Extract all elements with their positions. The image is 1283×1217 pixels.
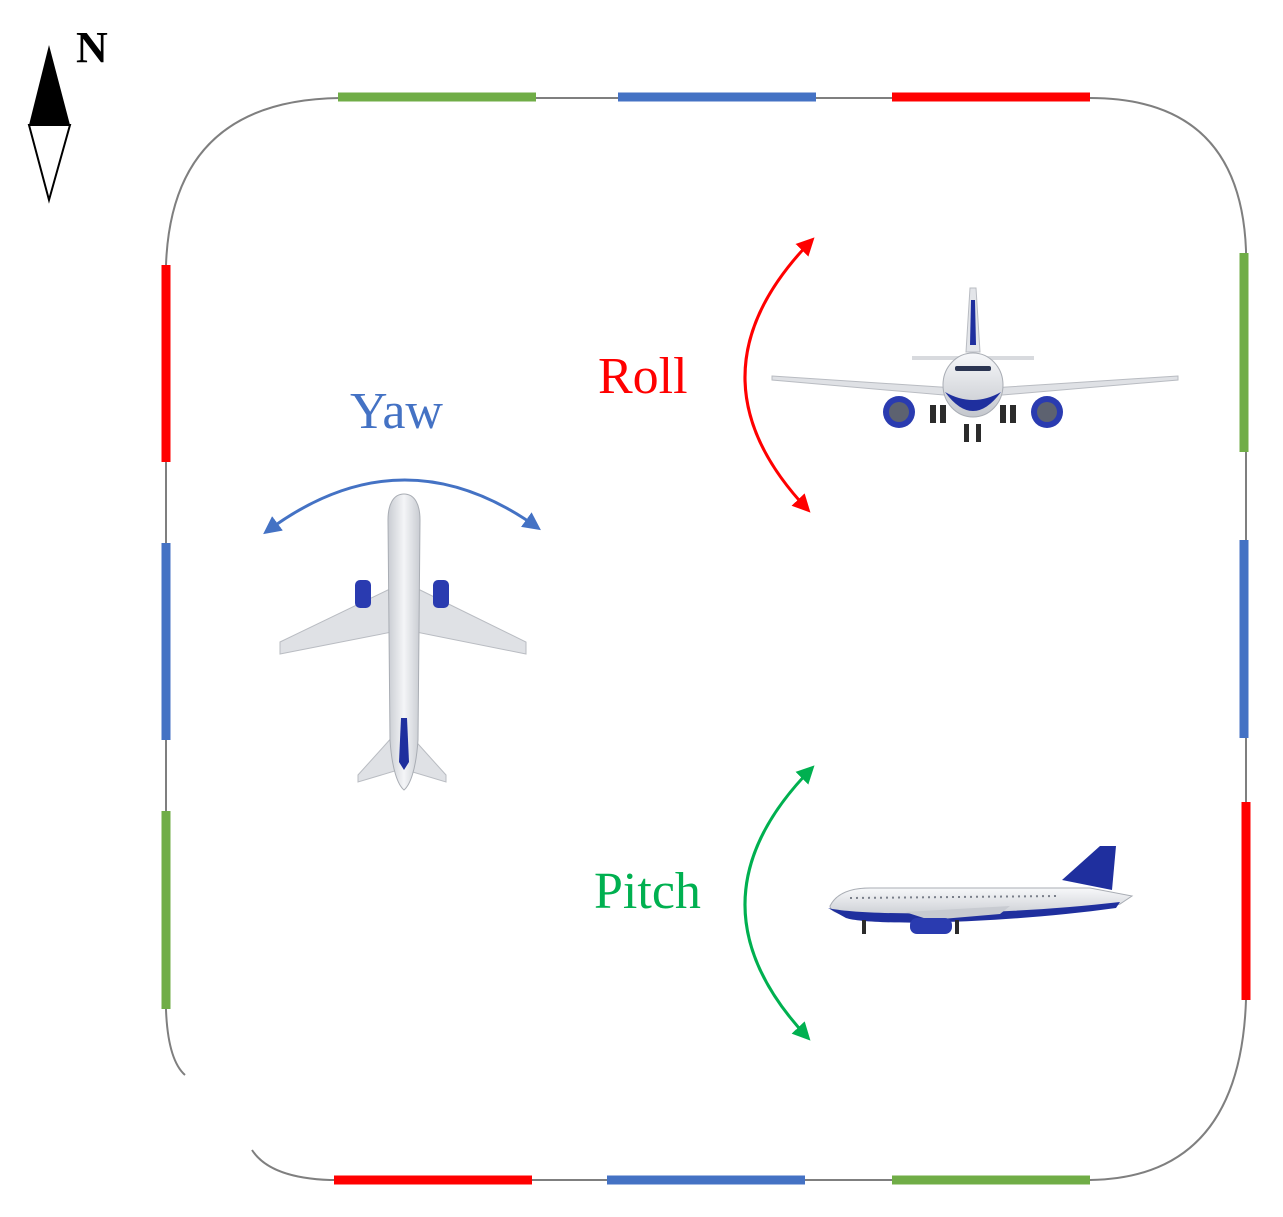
test-area-boundary <box>165 97 1247 1181</box>
roll-arrow-icon <box>743 237 815 513</box>
airplane-front-view-icon <box>771 287 1179 442</box>
north-arrow-icon <box>27 45 72 204</box>
boundary-markers <box>161 92 1251 1185</box>
roll-label: Roll <box>598 348 688 405</box>
airplane-side-view-icon <box>828 846 1134 934</box>
yaw-arrow-icon <box>263 478 541 535</box>
pitch-label: Pitch <box>594 863 701 920</box>
north-label: N <box>76 23 108 72</box>
pitch-arrow-icon <box>743 765 815 1041</box>
yaw-label: Yaw <box>350 383 443 440</box>
airplane-top-view-icon <box>279 493 527 791</box>
